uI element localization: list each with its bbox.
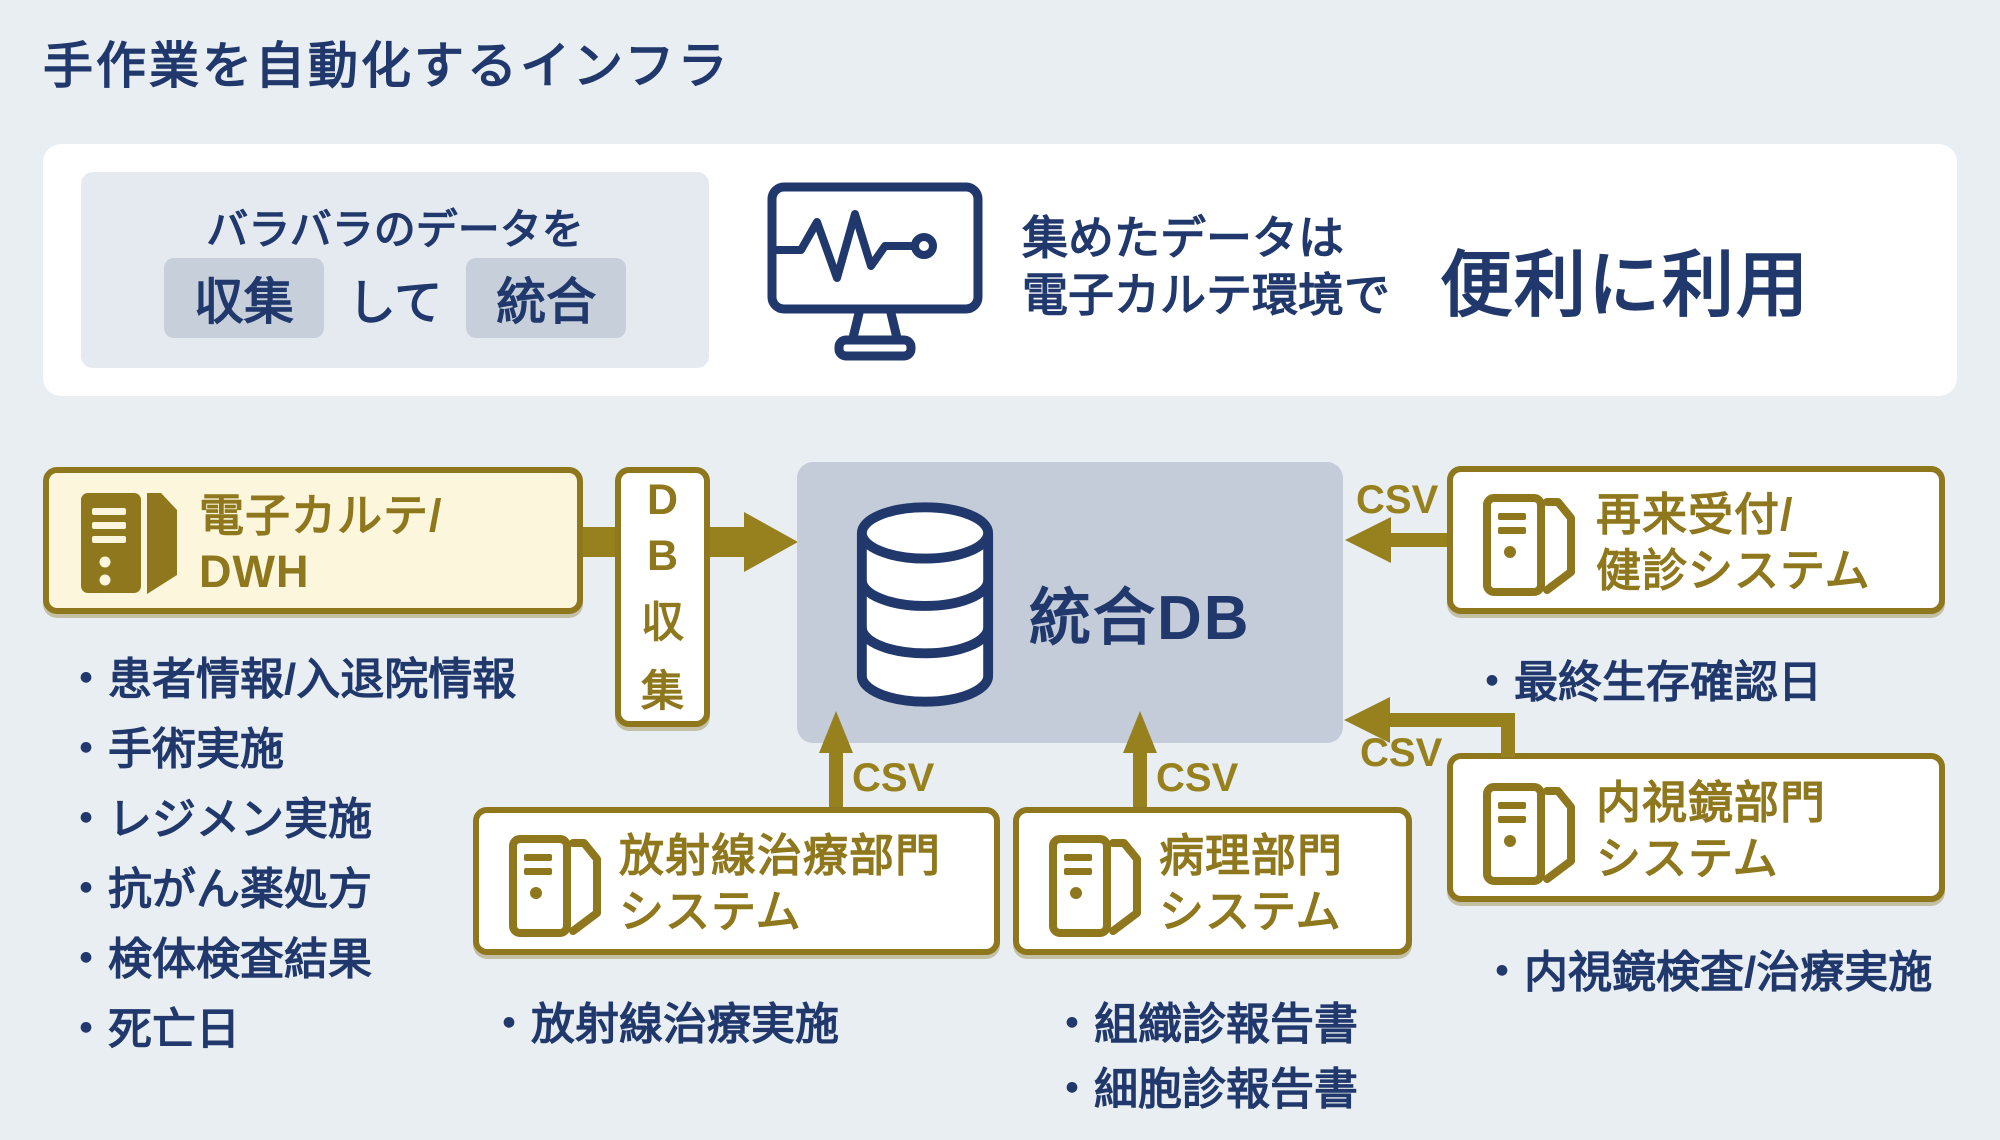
integrated-db-label: 統合DB: [1029, 584, 1251, 653]
list-item: ・レジメン実施: [64, 795, 372, 844]
db-collect-char: 収: [641, 598, 684, 647]
list-item: ・手術実施: [64, 725, 284, 774]
server-outline-icon: [1483, 783, 1575, 885]
arrow-pathology-to-db-head: [1123, 711, 1157, 753]
arrow-endoscopy-horizontal-bar: [1388, 713, 1515, 727]
connector-emr-to-dbcollect: [583, 527, 615, 557]
summary-banner: バラバラのデータを 収集 して 統合 集めたデータは 電子カルテ環境で 便利に利…: [43, 144, 1957, 396]
list-item: ・患者情報/入退院情報: [64, 655, 517, 704]
reception-checkup-box: 再来受付/ 健診システム: [1447, 466, 1945, 614]
emr-dwh-box: 電子カルテ/ DWH: [43, 467, 583, 614]
radiation-label-line1: 放射線治療部門: [619, 830, 942, 881]
scattered-data-label: バラバラのデータを: [206, 206, 584, 253]
db-collect-char: D: [646, 475, 679, 524]
csv-label-radiation: CSV: [852, 756, 935, 800]
page-title: 手作業を自動化するインフラ: [43, 38, 731, 94]
pathology-label-line2: システム: [1159, 886, 1342, 937]
list-item: ・抗がん薬処方: [64, 865, 372, 914]
db-collect-char: 集: [641, 667, 684, 716]
arrow-radiation-to-db-head: [819, 711, 853, 753]
monitor-heartbeat-icon: [767, 182, 983, 361]
list-item: ・細胞診報告書: [1050, 1065, 1358, 1114]
list-item: ・内視鏡検査/治療実施: [1480, 948, 1933, 997]
collected-data-line1: 集めたデータは: [1022, 212, 1344, 264]
server-filled-icon: [81, 493, 177, 594]
arrow-radiation-to-db-bar: [829, 750, 843, 807]
collect-integrate-panel: バラバラのデータを 収集 して 統合: [81, 172, 709, 368]
endoscopy-label-line1: 内視鏡部門: [1596, 777, 1827, 828]
list-item: ・放射線治療実施: [487, 1000, 839, 1049]
server-outline-icon: [509, 835, 601, 937]
arrow-reception-to-db-bar: [1390, 533, 1447, 547]
reception-label-line1: 再来受付/: [1596, 489, 1794, 540]
emr-label-line2: DWH: [199, 546, 310, 597]
list-item: ・検体検査結果: [64, 935, 372, 984]
db-collect-box: D B 収 集: [615, 467, 710, 727]
server-outline-icon: [1483, 494, 1575, 596]
list-item: ・最終生存確認日: [1470, 658, 1822, 707]
csv-label-reception: CSV: [1356, 478, 1439, 522]
csv-label-pathology: CSV: [1156, 756, 1239, 800]
radiation-label-line2: システム: [619, 886, 802, 937]
emr-items-list: ・患者情報/入退院情報 ・手術実施 ・レジメン実施 ・抗がん薬処方 ・検体検査結…: [64, 645, 516, 1065]
connector-word: して: [347, 277, 443, 330]
list-item: ・死亡日: [64, 1005, 240, 1054]
arrow-reception-to-db-head: [1345, 517, 1391, 563]
pathology-label-line1: 病理部門: [1159, 830, 1344, 881]
pathology-system-box: 病理部門 システム: [1013, 807, 1412, 955]
arrow-dbcollect-to-db-bar: [710, 527, 744, 557]
radiation-system-box: 放射線治療部門 システム: [473, 807, 1000, 955]
arrow-endoscopy-to-db-head: [1344, 697, 1390, 743]
arrow-pathology-to-db-bar: [1133, 750, 1147, 807]
csv-label-endoscopy: CSV: [1360, 731, 1443, 775]
reception-label-line2: 健診システム: [1596, 545, 1871, 596]
list-item: ・組織診報告書: [1050, 1000, 1358, 1049]
integrated-db-box: 統合DB: [797, 462, 1343, 743]
db-collect-char: B: [646, 531, 679, 580]
database-icon: [856, 502, 994, 707]
collect-integrate-row: 収集 して 統合: [81, 258, 709, 338]
arrow-dbcollect-to-db-head: [744, 512, 798, 572]
collected-data-line2b: 電子カルテ環境で: [1022, 269, 1390, 321]
endoscopy-system-box: 内視鏡部門 システム: [1447, 753, 1945, 902]
emr-label-line1: 電子カルテ/: [199, 490, 443, 541]
server-outline-icon: [1049, 835, 1141, 937]
convenient-use-label: 便利に利用: [1440, 246, 1811, 326]
collect-chip: 収集: [163, 258, 324, 338]
endoscopy-label-line2: システム: [1596, 833, 1779, 884]
integrate-chip: 統合: [466, 258, 627, 338]
